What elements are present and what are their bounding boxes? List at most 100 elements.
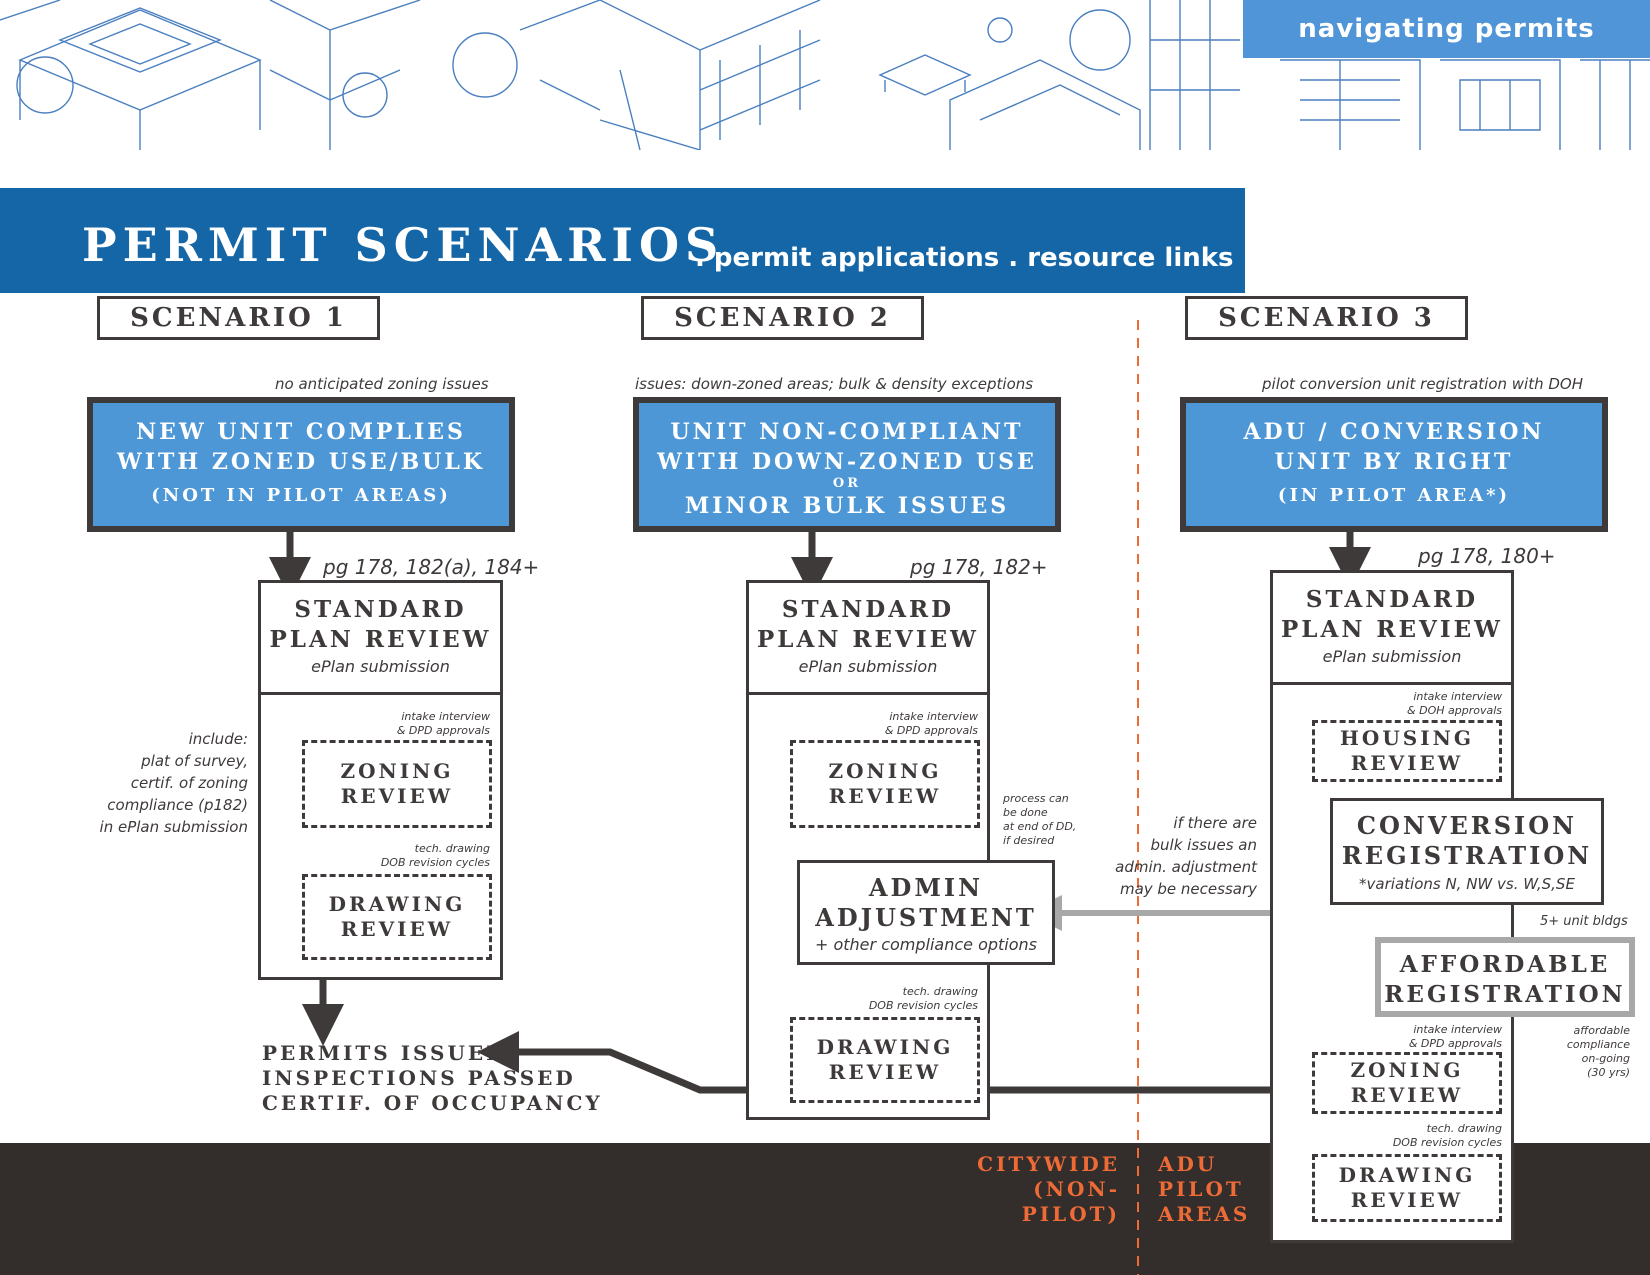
plan-review-title-line: STANDARD xyxy=(1305,586,1479,613)
scenario-3-note: pilot conversion unit registration with … xyxy=(1262,375,1584,393)
note-line: & DPD approvals xyxy=(396,724,490,737)
note-line: may be necessary xyxy=(1119,880,1257,898)
pilot-areas-label: ADU PILOT AREAS xyxy=(1158,1152,1250,1227)
note-line: affordable xyxy=(1573,1024,1630,1037)
note-line: on-going xyxy=(1581,1052,1630,1065)
scenario-1-note: no anticipated zoning issues xyxy=(275,375,489,393)
note-line: in ePlan submission xyxy=(99,818,248,836)
scenario-3-box-line: ADU / CONVERSION xyxy=(1243,419,1545,445)
note-line: if desired xyxy=(1003,834,1055,847)
section-tab: navigating permits xyxy=(1243,0,1650,58)
scenario-3-zoning-review: ZONING REVIEW xyxy=(1312,1052,1502,1114)
note-line: if there are xyxy=(1173,814,1257,832)
note-line: DOB revision cycles xyxy=(1392,1136,1502,1149)
scenario-3-bldgs-note: 5+ unit bldgs xyxy=(1540,914,1628,929)
note-line: bulk issues an xyxy=(1150,836,1257,854)
plan-review-title-line: PLAN REVIEW xyxy=(269,626,492,653)
housing-review-line: HOUSING xyxy=(1340,726,1474,750)
citywide-line: CITYWIDE xyxy=(977,1152,1120,1176)
conversion-title-line: REGISTRATION xyxy=(1341,841,1593,870)
plan-review-sub: ePlan submission xyxy=(311,657,450,676)
note-line: tech. drawing xyxy=(902,985,978,998)
scenario-3-affordable-registration: AFFORDABLE REGISTRATION xyxy=(1375,937,1635,1017)
note-line: & DOH approvals xyxy=(1407,704,1502,717)
note-line: intake interview xyxy=(401,710,490,723)
citywide-line: (NON-PILOT) xyxy=(1021,1177,1120,1226)
scenario-1-include-note: include: plat of survey, certif. of zoni… xyxy=(95,728,248,838)
scenario-2-drawing-review: DRAWING REVIEW xyxy=(790,1017,980,1103)
scenario-1-drawing-review: DRAWING REVIEW xyxy=(302,874,492,960)
admin-sub: + other compliance options xyxy=(814,935,1038,954)
scenario-1-box: NEW UNIT COMPLIES WITH ZONED USE/BULK (N… xyxy=(87,397,515,532)
scenario-1-box-line: NEW UNIT COMPLIES xyxy=(136,419,466,445)
drawing-review-line: REVIEW xyxy=(340,917,454,941)
zoning-review-line: ZONING xyxy=(1350,1058,1464,1082)
zoning-review-line: REVIEW xyxy=(340,784,454,808)
note-line: intake interview xyxy=(1413,690,1502,703)
scenario-2-drawing-note: tech. drawing DOB revision cycles xyxy=(868,985,978,1013)
note-line: DOB revision cycles xyxy=(868,999,978,1012)
plan-review-title-line: STANDARD xyxy=(294,596,467,623)
conversion-sub: *variations N, NW vs. W,S,SE xyxy=(1359,875,1575,893)
pilot-line: ADU xyxy=(1158,1152,1218,1176)
outcome-line: INSPECTIONS PASSED xyxy=(262,1066,576,1090)
note-line: tech. drawing xyxy=(1426,1122,1502,1135)
scenario-2-plan-review: STANDARD PLAN REVIEW ePlan submission xyxy=(746,580,990,695)
drawing-review-line: REVIEW xyxy=(828,1060,942,1084)
scenario-1-box-sub: (NOT IN PILOT AREAS) xyxy=(151,485,451,506)
scenario-2-note: issues: down-zoned areas; bulk & density… xyxy=(635,375,1034,393)
pilot-line: AREAS xyxy=(1158,1202,1251,1226)
plan-review-title-line: STANDARD xyxy=(781,596,955,623)
bulk-issues-note: if there are bulk issues an admin. adjus… xyxy=(1100,812,1257,900)
scenario-3-drawing-review: DRAWING REVIEW xyxy=(1312,1154,1502,1222)
page-subtitle: . permit applications . resource links xyxy=(695,243,1234,273)
scenario-1-zoning-review: ZONING REVIEW xyxy=(302,740,492,828)
page-title: PERMIT SCENARIOS xyxy=(82,218,725,272)
scenario-3-conversion-registration: CONVERSION REGISTRATION *variations N, N… xyxy=(1330,798,1604,905)
outcome-line: PERMITS ISSUED xyxy=(262,1041,507,1065)
title-banner xyxy=(0,188,1245,293)
zoning-review-line: REVIEW xyxy=(828,784,942,808)
zoning-review-line: ZONING xyxy=(828,759,942,783)
drawing-review-line: DRAWING xyxy=(328,892,466,916)
scenario-2-box-or: OR xyxy=(832,476,862,491)
scenario-1-zoning-note: intake interview & DPD approvals xyxy=(380,710,490,738)
note-line: compliance xyxy=(1566,1038,1630,1051)
note-line: process can xyxy=(1003,792,1069,805)
scenario-1-pages: pg 178, 182(a), 184+ xyxy=(323,555,540,579)
scenario-3-drawing-note: tech. drawing DOB revision cycles xyxy=(1392,1122,1502,1150)
scenario-2-zoning-review: ZONING REVIEW xyxy=(790,740,980,828)
scenario-3-box-line: UNIT BY RIGHT xyxy=(1274,449,1514,475)
note-line: intake interview xyxy=(889,710,978,723)
note-line: compliance (p182) xyxy=(107,796,248,814)
conversion-title-line: CONVERSION xyxy=(1356,811,1578,840)
note-line: certif. of zoning xyxy=(130,774,248,792)
outcome-text: PERMITS ISSUED INSPECTIONS PASSED CERTIF… xyxy=(262,1041,603,1116)
note-line: include: xyxy=(188,730,248,748)
zoning-review-line: REVIEW xyxy=(1350,1083,1464,1107)
note-line: intake interview xyxy=(1413,1023,1502,1036)
zoning-review-line: ZONING xyxy=(340,759,454,783)
note-line: tech. drawing xyxy=(414,842,490,855)
scenario-2-pages: pg 178, 182+ xyxy=(910,555,1048,579)
housing-review-line: REVIEW xyxy=(1350,751,1464,775)
scenario-3-label: SCENARIO 3 xyxy=(1185,296,1468,340)
scenario-3-plan-review: STANDARD PLAN REVIEW ePlan submission xyxy=(1270,570,1514,685)
note-line: & DPD approvals xyxy=(1408,1037,1502,1050)
affordable-title-line: AFFORDABLE xyxy=(1399,951,1611,978)
scenario-3-box-sub: (IN PILOT AREA*) xyxy=(1277,485,1511,506)
drawing-review-line: DRAWING xyxy=(816,1035,954,1059)
scenario-2-box-line: UNIT NON-COMPLIANT xyxy=(670,419,1024,445)
plan-review-title-line: PLAN REVIEW xyxy=(757,626,979,653)
note-line: admin. adjustment xyxy=(1115,858,1257,876)
scenario-1-label: SCENARIO 1 xyxy=(97,296,380,340)
scenario-2-label: SCENARIO 2 xyxy=(641,296,924,340)
scenario-1-plan-review: STANDARD PLAN REVIEW ePlan submission xyxy=(258,580,503,695)
admin-title-line: ADMIN xyxy=(868,873,984,902)
outcome-line: CERTIF. OF OCCUPANCY xyxy=(262,1091,603,1115)
note-line: (30 yrs) xyxy=(1587,1066,1630,1079)
plan-review-sub: ePlan submission xyxy=(798,657,938,676)
note-line: DOB revision cycles xyxy=(380,856,490,869)
scenario-2-admin-adjustment: ADMIN ADJUSTMENT + other compliance opti… xyxy=(797,860,1055,965)
note-line: be done xyxy=(1003,806,1048,819)
